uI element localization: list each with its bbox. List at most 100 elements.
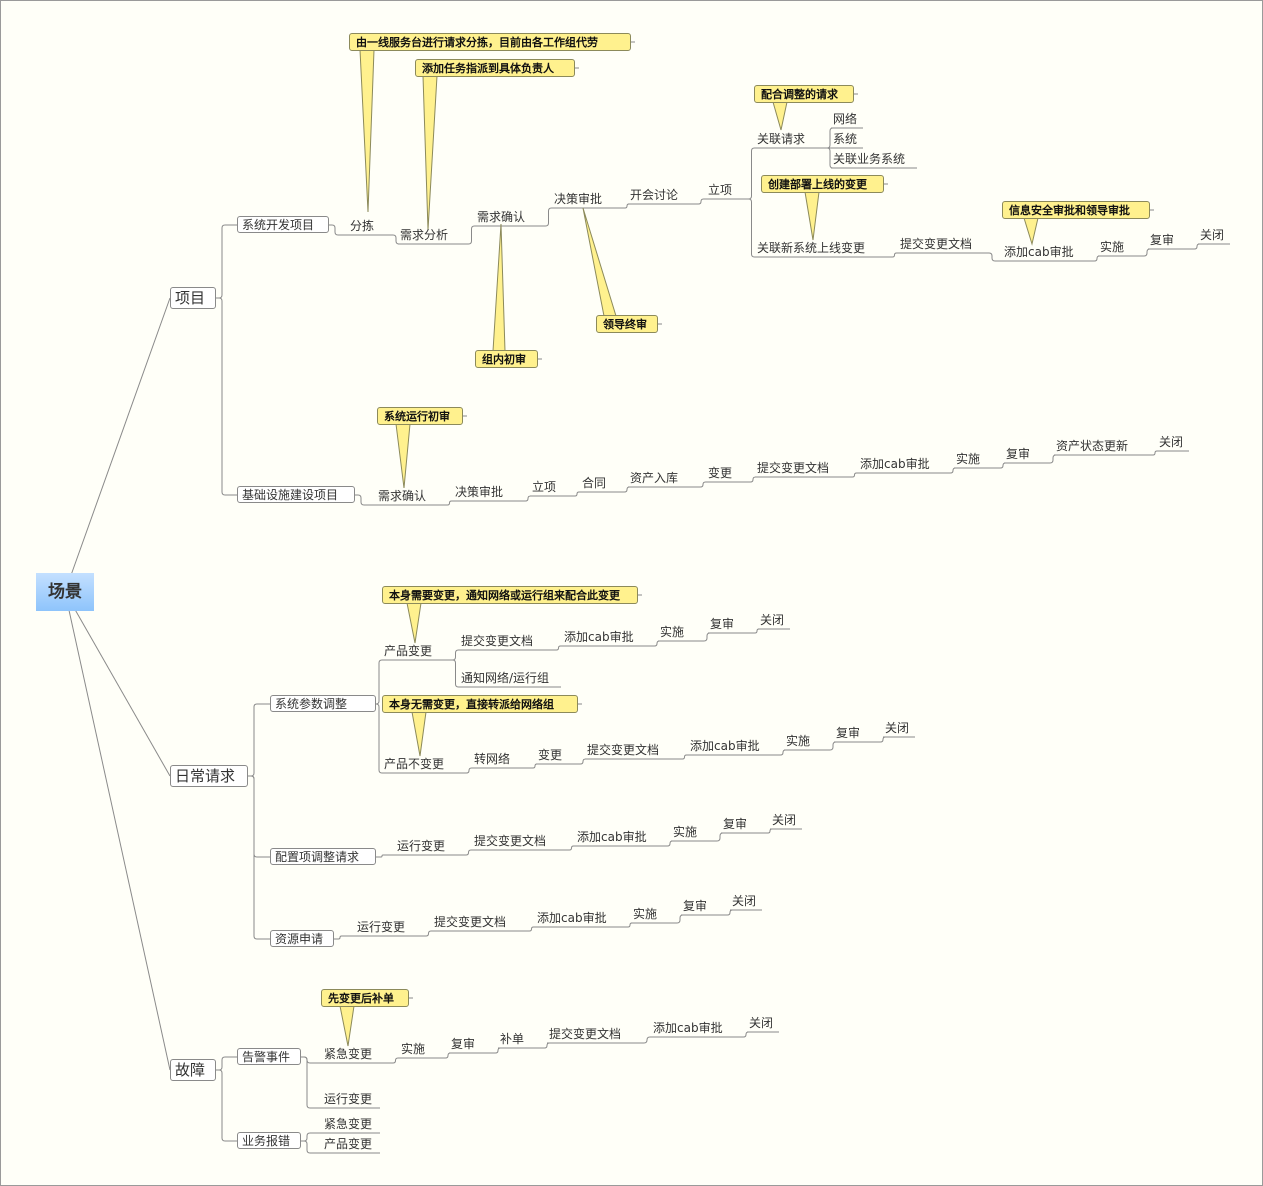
subtopic-xqqr2[interactable]: 需求确认	[378, 489, 427, 503]
subtopic-ss3[interactable]: 实施	[660, 625, 685, 639]
topic-rc[interactable]: 日常请求	[170, 765, 248, 787]
topic-pzx[interactable]: 配置项调整请求	[270, 848, 376, 865]
callout-pointer	[395, 423, 411, 489]
subtopic-yxbg8[interactable]: 运行变更	[324, 1092, 373, 1106]
subtopic-tjbg6[interactable]: 提交变更文档	[434, 915, 507, 929]
subtopic-zwl[interactable]: 转网络	[474, 752, 511, 766]
callout-c3[interactable]: 配合调整的请求	[754, 85, 854, 103]
subtopic-gb1[interactable]: 关闭	[1200, 228, 1225, 242]
subtopic-fs7[interactable]: 复审	[451, 1037, 476, 1051]
topic-zysq[interactable]: 资源申请	[270, 930, 334, 947]
subtopic-khtl[interactable]: 开会讨论	[630, 188, 679, 202]
subtopic-gb5[interactable]: 关闭	[772, 813, 797, 827]
subtopic-xqfx[interactable]: 需求分析	[400, 228, 449, 242]
topic-xtcs[interactable]: 系统参数调整	[270, 695, 376, 712]
topic-ywbc[interactable]: 业务报错	[237, 1132, 301, 1149]
callout-c2[interactable]: 添加任务指派到具体负责人	[415, 59, 575, 77]
callout-c6[interactable]: 组内初审	[475, 350, 538, 368]
connector-line	[466, 767, 472, 774]
callout-c8[interactable]: 系统运行初审	[377, 407, 463, 425]
subtopic-tjbg2[interactable]: 提交变更文档	[757, 461, 830, 475]
subtopic-tjbg3[interactable]: 提交变更文档	[461, 634, 534, 648]
subtopic-ht[interactable]: 合同	[582, 476, 607, 490]
subtopic-gb3[interactable]: 关闭	[760, 613, 785, 627]
subtopic-cab7[interactable]: 添加cab审批	[653, 1021, 723, 1035]
subtopic-fj[interactable]: 分拣	[350, 219, 375, 233]
connector-line	[676, 914, 684, 924]
topic-gz[interactable]: 故障	[170, 1059, 216, 1081]
subtopic-cpbbg[interactable]: 产品不变更	[384, 757, 445, 771]
subtopic-tjbg5[interactable]: 提交变更文档	[474, 834, 547, 848]
subtopic-bg4[interactable]: 变更	[538, 748, 563, 762]
subtopic-lx[interactable]: 立项	[708, 183, 733, 197]
topic-gjsj[interactable]: 告警事件	[237, 1048, 301, 1065]
callout-c7[interactable]: 领导终审	[596, 315, 658, 333]
callout-c9[interactable]: 本身需要变更，通知网络或运行组来配合此变更	[382, 586, 638, 604]
connector-line	[248, 775, 270, 858]
subtopic-cab4[interactable]: 添加cab审批	[690, 739, 760, 753]
subtopic-fs5[interactable]: 复审	[723, 817, 748, 831]
subtopic-ss7[interactable]: 实施	[401, 1042, 426, 1056]
subtopic-fs3[interactable]: 复审	[710, 617, 735, 631]
callout-c11[interactable]: 先变更后补单	[321, 989, 409, 1007]
subtopic-cpbg9[interactable]: 产品变更	[324, 1137, 373, 1151]
subtopic-glqq[interactable]: 关联请求	[757, 132, 806, 146]
subtopic-jjbg9[interactable]: 紧急变更	[324, 1117, 373, 1131]
subtopic-tzwl[interactable]: 通知网络/运行组	[461, 671, 550, 685]
subtopic-fs1[interactable]: 复审	[1150, 233, 1175, 247]
connector-line	[64, 591, 171, 1071]
subtopic-jcsp[interactable]: 决策审批	[554, 192, 603, 206]
subtopic-cab2[interactable]: 添加cab审批	[860, 457, 930, 471]
subtopic-gb2[interactable]: 关闭	[1159, 435, 1184, 449]
callout-pointer	[492, 223, 506, 352]
subtopic-xqqr[interactable]: 需求确认	[477, 210, 526, 224]
subtopic-lx2[interactable]: 立项	[532, 480, 557, 494]
topic-xtkf[interactable]: 系统开发项目	[237, 216, 329, 233]
subtopic-wl[interactable]: 网络	[833, 112, 858, 126]
subtopic-glywxt[interactable]: 关联业务系统	[833, 152, 906, 166]
subtopic-gb7[interactable]: 关闭	[749, 1016, 774, 1030]
subtopic-bg2[interactable]: 变更	[708, 466, 733, 480]
connector-line	[1049, 454, 1057, 464]
subtopic-gb6[interactable]: 关闭	[732, 894, 757, 908]
subtopic-fs4[interactable]: 复审	[836, 726, 861, 740]
connector-line	[624, 203, 630, 209]
subtopic-ss1[interactable]: 实施	[1100, 240, 1125, 254]
connector-line	[375, 659, 383, 705]
subtopic-bd7[interactable]: 补单	[500, 1032, 525, 1046]
subtopic-cab5[interactable]: 添加cab审批	[577, 830, 647, 844]
subtopic-ss5[interactable]: 实施	[673, 825, 698, 839]
root-topic[interactable]: 场景	[36, 573, 94, 611]
connector-line	[468, 225, 475, 245]
subtopic-tjbg4[interactable]: 提交变更文档	[587, 743, 660, 757]
callout-c4[interactable]: 创建部署上线的变更	[761, 175, 884, 193]
subtopic-cpbg[interactable]: 产品变更	[384, 644, 433, 658]
subtopic-ss2[interactable]: 实施	[956, 452, 981, 466]
callout-c10[interactable]: 本身无需变更，直接转派给网络组	[382, 695, 578, 713]
subtopic-cab3[interactable]: 添加cab审批	[564, 630, 634, 644]
subtopic-ss4[interactable]: 实施	[786, 734, 811, 748]
callout-c1[interactable]: 由一线服务台进行请求分拣，目前由各工作组代劳	[349, 33, 631, 51]
subtopic-yxbg5[interactable]: 运行变更	[397, 839, 446, 853]
subtopic-glxxt[interactable]: 关联新系统上线变更	[757, 241, 866, 255]
callout-pointer	[359, 49, 375, 213]
subtopic-cab1[interactable]: 添加cab审批	[1004, 245, 1074, 259]
subtopic-zcrk[interactable]: 资产入库	[630, 471, 679, 485]
connector-line	[700, 481, 706, 488]
topic-xm[interactable]: 项目	[170, 287, 216, 309]
subtopic-gb4[interactable]: 关闭	[885, 721, 910, 735]
topic-jcss[interactable]: 基础设施建设项目	[237, 486, 355, 503]
subtopic-tjbg7[interactable]: 提交变更文档	[549, 1027, 622, 1041]
callout-c5[interactable]: 信息安全审批和领导审批	[1002, 201, 1150, 219]
subtopic-ss6[interactable]: 实施	[633, 907, 658, 921]
subtopic-tjbg1[interactable]: 提交变更文档	[900, 237, 973, 251]
subtopic-fs6[interactable]: 复审	[683, 899, 708, 913]
connector-line	[495, 1047, 501, 1054]
subtopic-zcgx[interactable]: 资产状态更新	[1056, 439, 1129, 453]
subtopic-jcsp2[interactable]: 决策审批	[455, 485, 504, 499]
subtopic-yxbg6[interactable]: 运行变更	[357, 920, 406, 934]
subtopic-jjbg7[interactable]: 紧急变更	[324, 1047, 373, 1061]
subtopic-fs2[interactable]: 复审	[1006, 447, 1031, 461]
subtopic-xt[interactable]: 系统	[833, 132, 858, 146]
subtopic-cab6[interactable]: 添加cab审批	[537, 911, 607, 925]
